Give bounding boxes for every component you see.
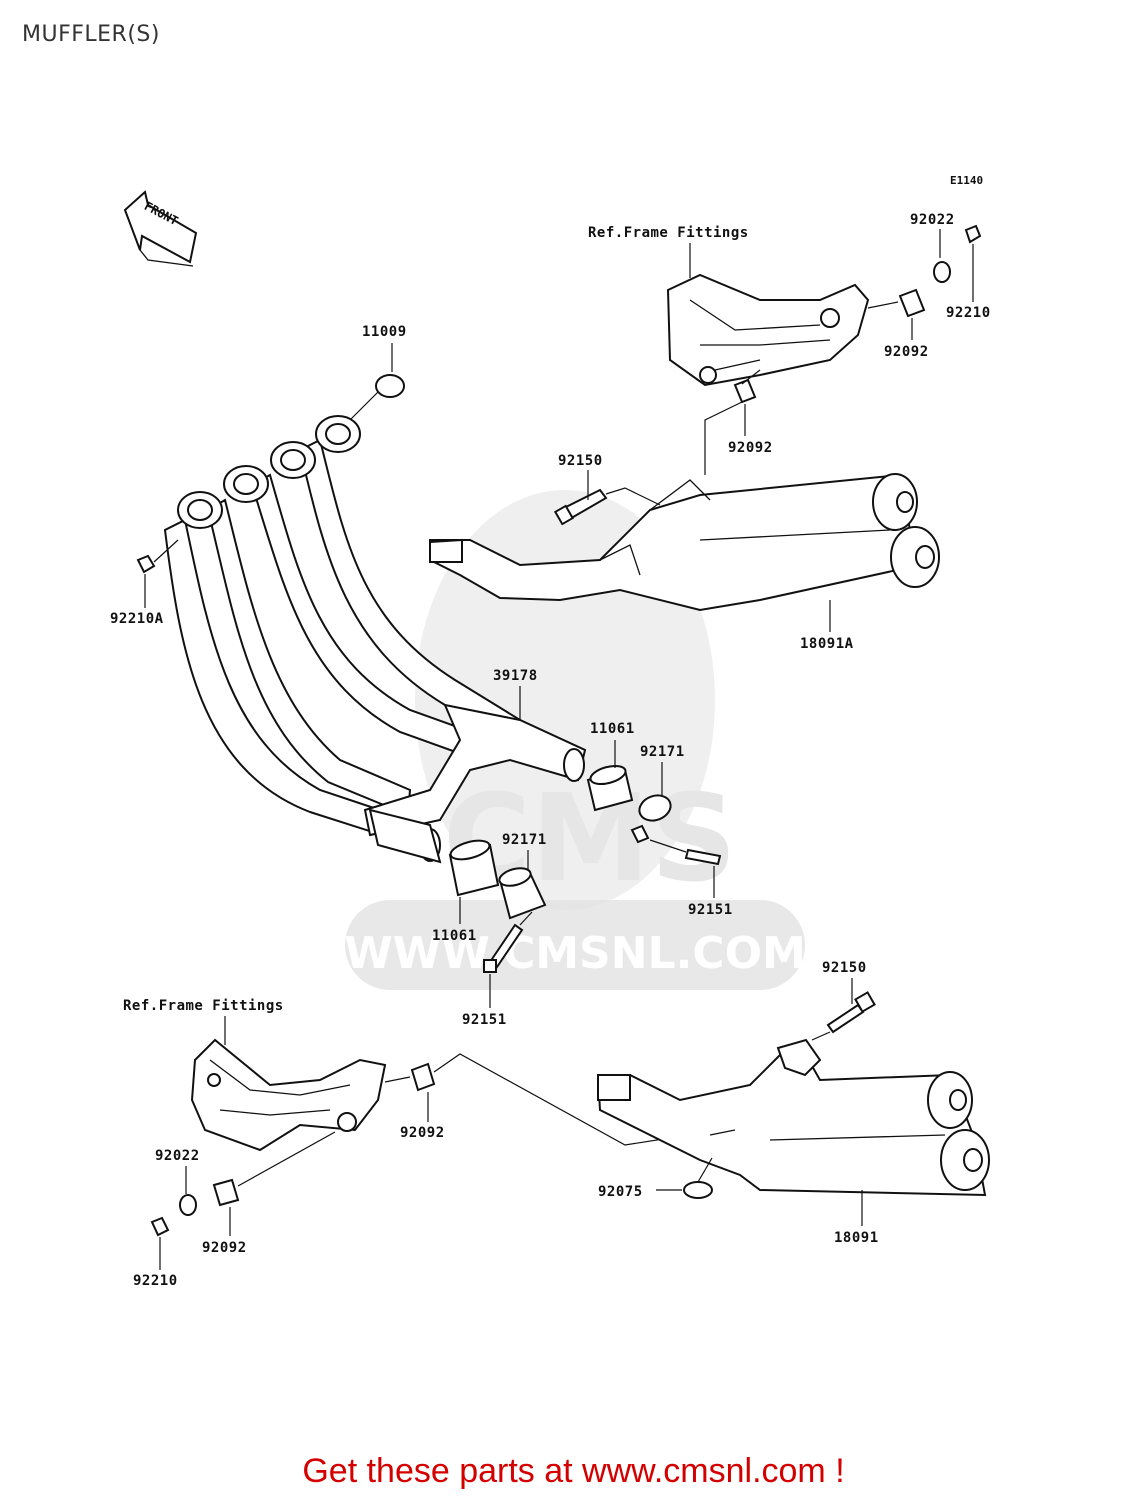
part-label-11009: 11009 <box>362 324 407 340</box>
header-flange-4 <box>315 415 361 453</box>
page-title: MUFFLER(S) <box>22 22 160 47</box>
part-label-92092-bottom-b: 92092 <box>202 1240 247 1256</box>
header-flange-1 <box>177 491 223 529</box>
washer-92022-top <box>933 261 951 283</box>
part-label-92171-center: 92171 <box>502 832 547 848</box>
part-label-92092-bottom-a: 92092 <box>400 1125 445 1141</box>
part-label-92171-right: 92171 <box>640 744 685 760</box>
lower-frame-bracket <box>190 1038 387 1152</box>
clamp-92171-right <box>630 794 672 844</box>
bolt-92151-right <box>684 848 722 866</box>
diagram-code: E1140 <box>950 174 983 187</box>
ref-label-lower: Ref.Frame Fittings <box>123 998 284 1014</box>
collar-92092-top-b <box>733 378 757 404</box>
front-arrow-icon: FRONT <box>123 190 198 267</box>
bolt-92150-bottom <box>826 991 876 1034</box>
connector-11061-left <box>448 839 500 897</box>
nut-92210A <box>136 554 156 574</box>
nut-92210-top <box>964 224 982 244</box>
connector-11061-right <box>586 764 634 812</box>
part-label-92075: 92075 <box>598 1184 643 1200</box>
part-label-92150-top: 92150 <box>558 453 603 469</box>
header-flange-2 <box>223 465 269 503</box>
part-label-92210A: 92210A <box>110 611 164 627</box>
part-label-92151-center: 92151 <box>462 1012 507 1028</box>
muffler-18091A <box>429 473 940 612</box>
header-flange-3 <box>270 441 316 479</box>
clamp-92171-center <box>498 867 547 920</box>
bolt-92151-center <box>483 923 524 973</box>
watermark-url: WWW.CMSNL.COM <box>344 928 806 979</box>
part-label-92150-bottom: 92150 <box>822 960 867 976</box>
part-label-11061-right: 11061 <box>590 721 635 737</box>
gasket-11009 <box>375 374 405 398</box>
part-label-92210-top: 92210 <box>946 305 991 321</box>
part-label-92151-right: 92151 <box>688 902 733 918</box>
ref-label-upper: Ref.Frame Fittings <box>588 225 749 241</box>
part-label-92092-top-a: 92092 <box>884 344 929 360</box>
collar-92092-top-a <box>898 288 926 318</box>
part-label-18091A: 18091A <box>800 636 854 652</box>
part-label-92092-top-b: 92092 <box>728 440 773 456</box>
bolt-92150-top <box>553 488 608 526</box>
part-label-11061-left: 11061 <box>432 928 477 944</box>
exhaust-header-pipes <box>163 415 587 864</box>
part-label-18091: 18091 <box>834 1230 879 1246</box>
upper-frame-bracket <box>666 273 870 387</box>
part-label-39178: 39178 <box>493 668 538 684</box>
cap-92075 <box>683 1181 713 1199</box>
muffler-18091 <box>596 1038 990 1197</box>
part-label-92022-bottom: 92022 <box>155 1148 200 1164</box>
collar-92092-bottom-a <box>410 1062 436 1092</box>
collar-92092-bottom-b <box>212 1178 240 1207</box>
cta-banner[interactable]: Get these parts at www.cmsnl.com ! <box>302 1452 845 1490</box>
part-label-92022-top: 92022 <box>910 212 955 228</box>
washer-92022-bottom <box>179 1194 197 1216</box>
nut-92210-bottom <box>150 1216 170 1237</box>
part-label-92210-bottom: 92210 <box>133 1273 178 1289</box>
